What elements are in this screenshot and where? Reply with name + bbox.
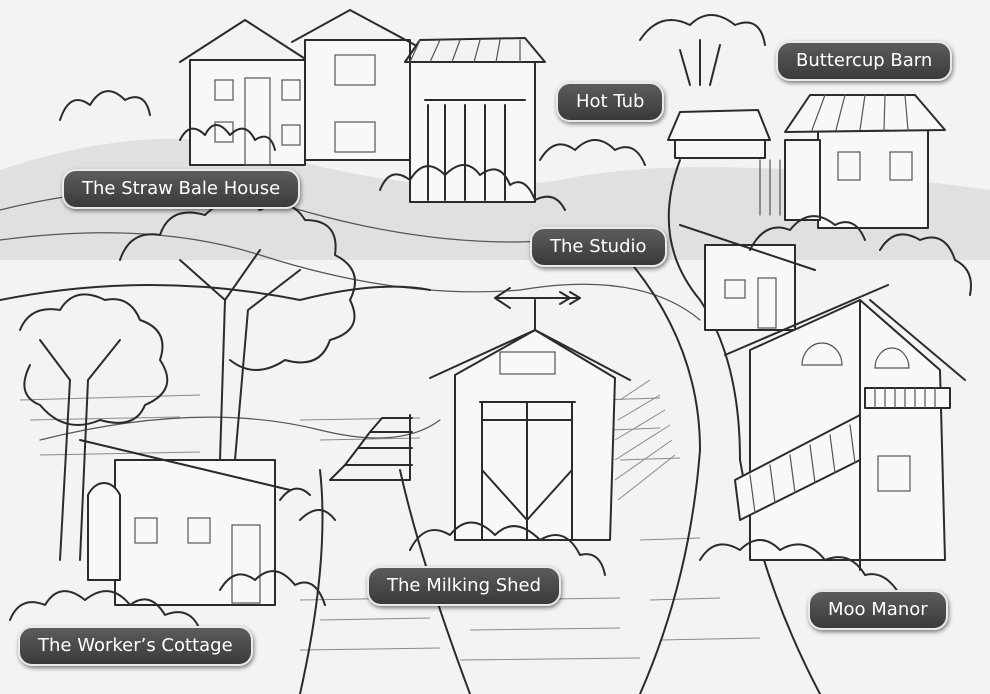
bushes-top [59,90,646,211]
label-milking-shed[interactable]: The Milking Shed [367,566,562,606]
trees [19,200,356,561]
label-straw-bale-house[interactable]: The Straw Bale House [62,169,301,209]
workers-cottage-drawing [79,439,291,606]
label-moo-manor[interactable]: Moo Manor [808,590,948,630]
milking-shed-drawing [329,287,676,541]
buttercup-barn-drawing [784,94,946,229]
moo-manor-drawing [724,284,966,571]
label-studio[interactable]: The Studio [530,227,667,267]
hot-tub-drawing [639,14,781,216]
label-workers-cottage[interactable]: The Worker’s Cottage [18,626,253,666]
label-hot-tub[interactable]: Hot Tub [556,82,665,122]
label-buttercup-barn[interactable]: Buttercup Barn [776,41,953,81]
ground-hatching [19,394,761,661]
studio-drawing [679,224,816,331]
straw-bale-house-drawing [179,9,546,203]
